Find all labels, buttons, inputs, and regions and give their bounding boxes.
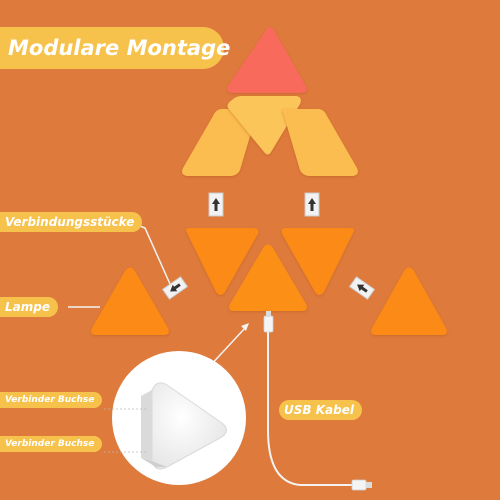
usb-plug-icon xyxy=(351,479,372,491)
panel-orange-center xyxy=(229,244,307,311)
connector-clip-icon xyxy=(208,192,224,217)
panel-top-red xyxy=(227,27,307,93)
usb-cable xyxy=(267,332,352,486)
label-lamp: Lampe xyxy=(0,297,58,317)
panel-yellow-left xyxy=(182,109,258,176)
panel-orange-right xyxy=(281,228,354,295)
connector-clip-icon xyxy=(161,276,189,300)
connector-clip-icon xyxy=(304,192,320,217)
connector-clip-icon xyxy=(348,276,376,300)
panel-orange-left xyxy=(186,228,259,295)
up-arrow-icon xyxy=(241,323,249,331)
label-connectors: Verbindungsstücke xyxy=(0,212,143,232)
usb-plug-icon xyxy=(263,311,274,333)
panel-orange-side-left xyxy=(91,267,169,335)
panel-white-triangle xyxy=(151,382,227,470)
label-socket-bottom: Verbinder Buchse xyxy=(0,436,103,452)
label-usb-cable: USB Kabel xyxy=(279,400,362,420)
panel-white-edge xyxy=(141,390,152,461)
panel-yellow-right xyxy=(282,109,358,176)
panel-white-bottom-edge xyxy=(141,458,167,467)
page-title: Modulare Montage xyxy=(0,27,230,69)
panel-orange-side-right xyxy=(371,267,447,335)
label-socket-top: Verbinder Buchse xyxy=(0,392,103,408)
